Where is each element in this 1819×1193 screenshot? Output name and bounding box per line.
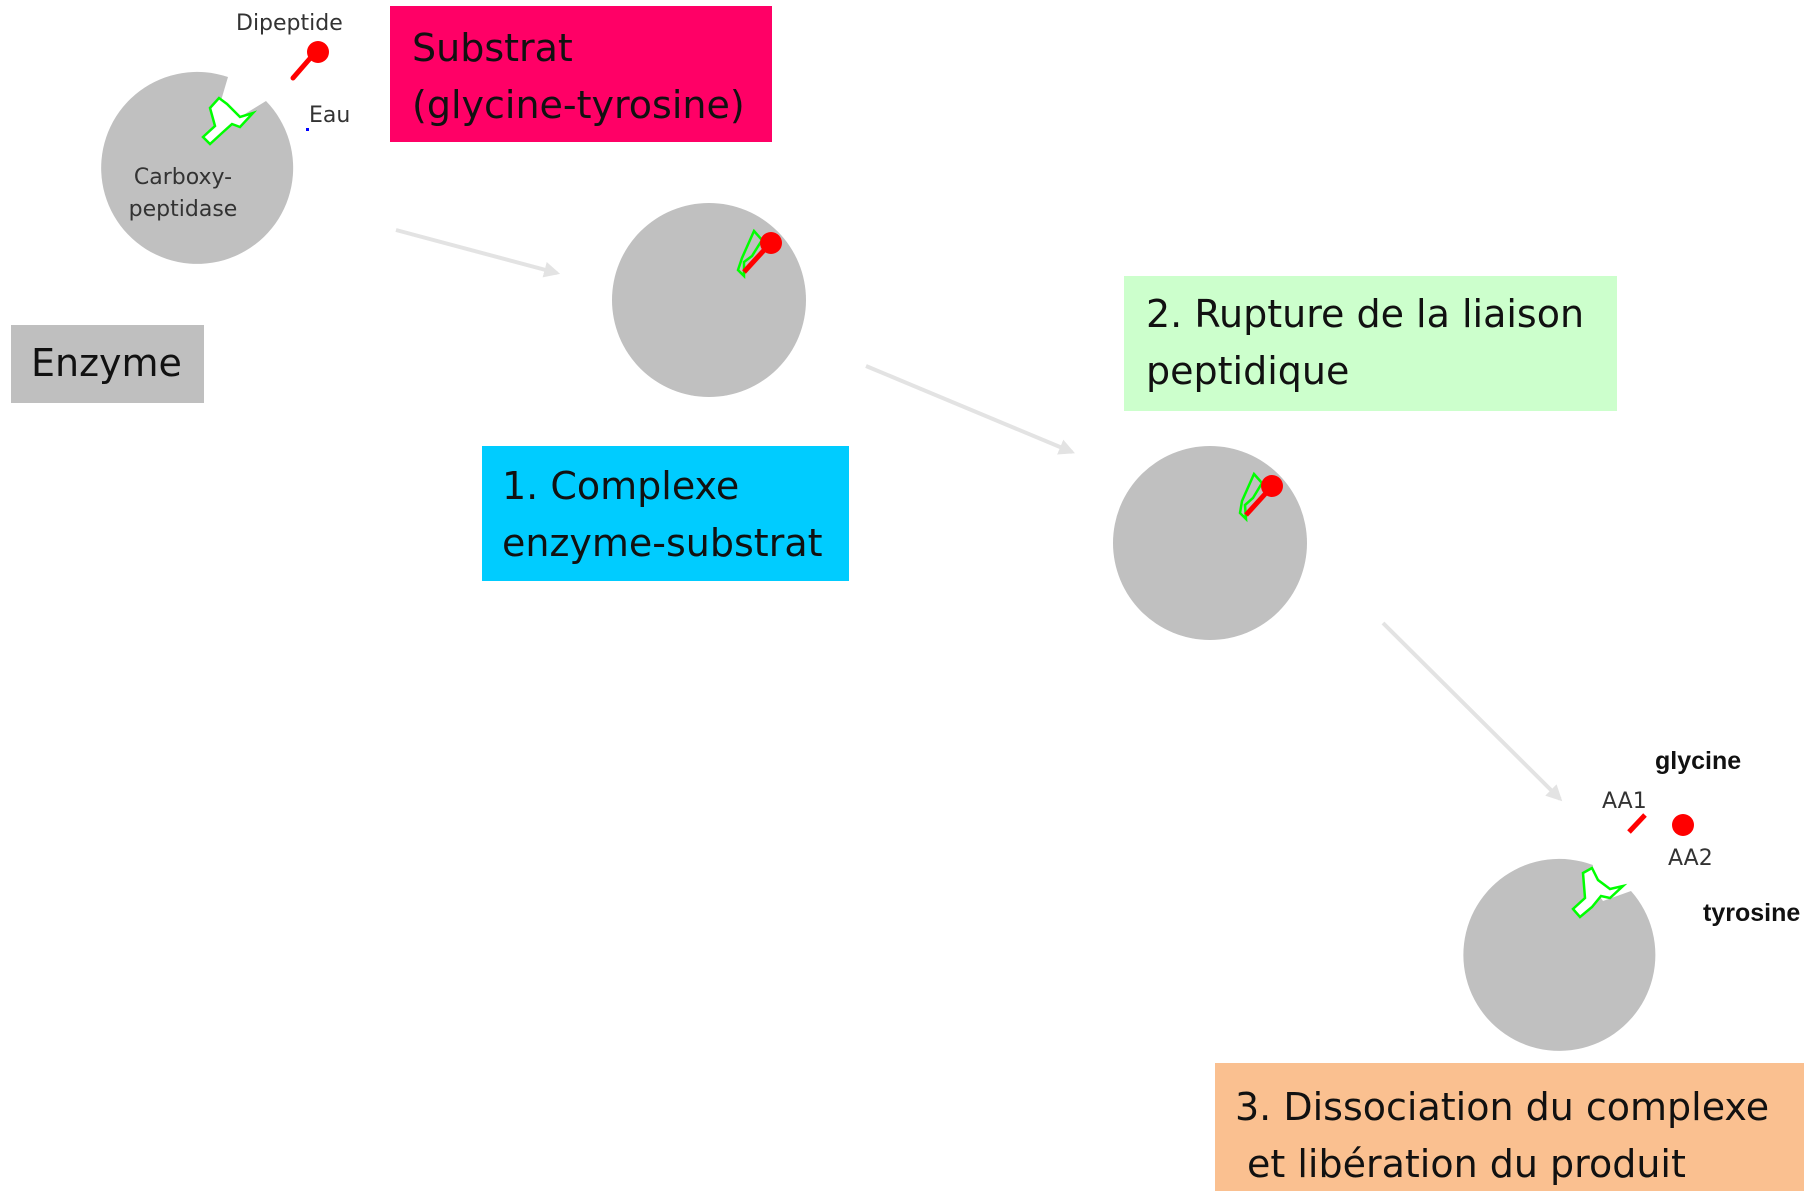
substrate-tail	[1244, 491, 1268, 517]
rupture-box-line1: 2. Rupture de la liaison	[1146, 292, 1585, 336]
enzyme-box-label: Enzyme	[31, 341, 182, 385]
water: Eau	[306, 103, 350, 131]
dissociation-box-line1: 3. Dissociation du complexe	[1235, 1085, 1770, 1129]
complexe-box-line2: enzyme-substrat	[502, 521, 823, 565]
dissociation-box: 3. Dissociation du complexe et libératio…	[1215, 1063, 1804, 1191]
dipeptide-head	[307, 41, 329, 63]
enzyme-name-line1: Carboxy-	[134, 165, 232, 190]
enzyme-free: Carboxy- peptidase	[101, 71, 294, 264]
dipeptide: Dipeptide	[236, 11, 343, 81]
enzyme-body	[1113, 446, 1307, 640]
substrat-box-line2: (glycine-tyrosine)	[412, 83, 745, 127]
enzyme-body	[1463, 858, 1656, 1051]
enzyme-dissociated	[1463, 858, 1656, 1051]
enzyme-substrate-complex	[612, 203, 806, 397]
water-molecule	[306, 128, 309, 131]
substrat-box: Substrat (glycine-tyrosine)	[390, 6, 772, 142]
rupture-box-line2: peptidique	[1146, 349, 1350, 393]
product-aa2: AA2 tyrosine	[1668, 814, 1800, 927]
aa2-fragment	[1672, 814, 1694, 836]
enzyme-name-line2: peptidase	[129, 197, 238, 222]
substrat-box-line1: Substrat	[412, 26, 573, 70]
complexe-box: 1. Complexe enzyme-substrat	[482, 446, 849, 581]
aa1-fragment	[1627, 813, 1647, 834]
flow-arrow-2	[865, 364, 1075, 455]
flow-arrow-3	[1381, 621, 1563, 802]
dissociation-box-line2: et libération du produit	[1247, 1142, 1686, 1186]
glycine-label: glycine	[1655, 747, 1741, 775]
dipeptide-label: Dipeptide	[236, 11, 343, 36]
enzyme-box: Enzyme	[11, 325, 204, 403]
aa2-label: AA2	[1668, 846, 1713, 871]
aa1-label: AA1	[1602, 789, 1647, 814]
active-site	[201, 96, 258, 146]
product-aa1: AA1 glycine	[1602, 747, 1741, 834]
complexe-box-line1: 1. Complexe	[502, 464, 740, 508]
substrate-tail	[742, 246, 768, 274]
substrate-head	[760, 232, 782, 254]
active-site	[1571, 866, 1628, 919]
flow-arrow-1	[395, 228, 561, 278]
tyrosine-label: tyrosine	[1703, 899, 1800, 927]
enzyme-body	[612, 203, 806, 397]
substrate-head	[1261, 475, 1283, 497]
rupture-box: 2. Rupture de la liaison peptidique	[1124, 276, 1617, 411]
enzyme-bond-rupture	[1113, 446, 1307, 640]
water-label: Eau	[309, 103, 350, 128]
